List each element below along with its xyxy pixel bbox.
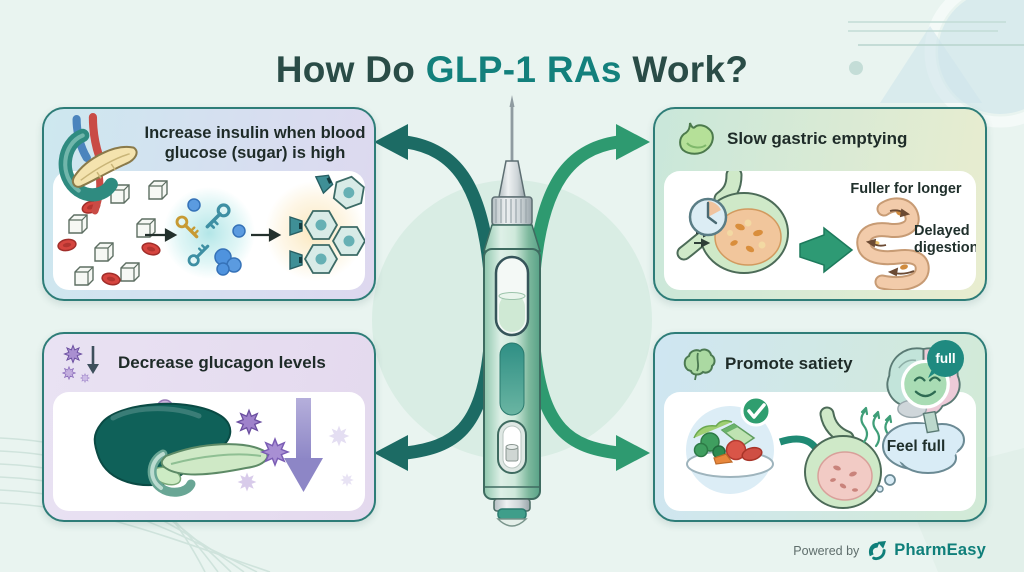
fuller-for-longer-label: Fuller for longer [850,181,962,197]
panel-heading-insulin: Increase insulin when blood glucose (sug… [144,124,366,163]
panel-body-insulin [53,171,365,290]
stomach-icon [679,122,714,155]
pen-liquid [499,294,525,332]
feel-full-label: Feel full [886,438,946,455]
panel-slow-gastric-emptying: Slow gastric emptying [653,107,987,301]
liver-and-pancreas [93,399,269,497]
title-suffix: Work? [621,48,749,90]
panel-decrease-glucagon: Decrease glucagon levels [42,332,376,522]
process-arrow-1 [145,228,178,242]
brain-icon [683,348,716,381]
pancreas-icon [58,113,138,215]
process-arrow-2 [251,228,282,242]
panel-heading-gastric: Slow gastric emptying [727,129,908,148]
delayed-digestion-label: Delayed digestion [914,223,976,256]
healthy-meal-plate [686,406,774,494]
glucagon-illustration [93,398,354,497]
page-title: How Do GLP-1 RAs Work? [0,49,1024,91]
footer-attribution: Powered by PharmEasy [793,540,986,561]
decrease-arrow [284,398,323,492]
glucagon-molecule-icon [62,344,99,383]
checkmark-badge [740,395,772,427]
pharmeasy-brand-label: PharmEasy [894,541,986,559]
powered-by-label: Powered by [793,543,860,558]
pen-label-stripe [499,342,525,416]
satisfied-stomach [804,406,882,509]
pen-needle-hub [498,160,526,198]
clock-icon [688,197,728,237]
panel-heading-glucagon: Decrease glucagon levels [118,353,326,372]
injection-pen-illustration [372,95,652,527]
title-prefix: How Do [275,48,426,90]
panel-body-glucagon [53,392,365,511]
panel-promote-satiety: Promote satiety full [653,332,987,522]
panel-body-gastric: Fuller for longer Delayed digestion [664,171,976,290]
title-highlight: GLP-1 RAs [425,48,622,90]
gastric-arrow [799,226,854,274]
insulin-process-illustration [56,171,365,288]
insulin-keys [175,198,246,276]
panel-increase-insulin: Increase insulin when blood glucose (sug… [42,107,376,301]
glp1-pen [482,95,542,527]
gastric-illustration [676,171,930,290]
intestine-illustration [856,197,930,290]
panel-heading-satiety: Promote satiety [725,354,853,373]
pharmeasy-logo-icon [869,540,887,561]
full-badge: full [927,340,964,377]
pen-shoulder [482,224,542,252]
satiety-illustration [686,395,965,509]
